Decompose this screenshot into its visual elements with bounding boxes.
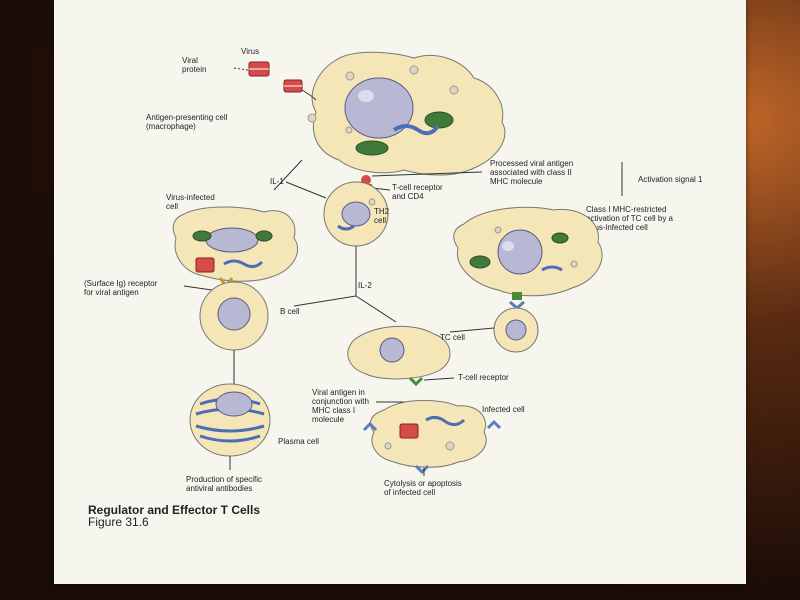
viral-antigen-label-3: MHC class I xyxy=(312,406,355,415)
macrophage-nucleus xyxy=(345,78,413,138)
tcr-cd4-label-2: and CD4 xyxy=(392,192,424,201)
viral-protein-icon xyxy=(196,258,214,272)
b-cell-label: B cell xyxy=(280,307,300,316)
processed-antigen-label-2: associated with class II xyxy=(490,168,572,177)
activation-signal-label: Activation signal 1 xyxy=(638,175,703,184)
plasma-cell-label: Plasma cell xyxy=(278,437,319,446)
antigen-presenting-cell xyxy=(308,52,505,175)
infected-cell xyxy=(364,400,500,472)
mitochondrion xyxy=(356,141,388,155)
t-cell-receptor-icon xyxy=(410,378,422,384)
th2-label-2: cell xyxy=(374,216,386,225)
virus-infected-cell xyxy=(173,207,297,281)
production-label-2: antiviral antibodies xyxy=(186,484,252,493)
production-label: Production of specific xyxy=(186,475,262,484)
il2-label: IL-2 xyxy=(358,281,372,290)
virus-label: Virus xyxy=(241,47,259,56)
viral-protein-icon xyxy=(284,80,302,92)
figure-number: Figure 31.6 xyxy=(88,515,149,529)
viral-antigen-label-4: molecule xyxy=(312,415,345,424)
viral-protein-label: Viral xyxy=(182,56,198,65)
viral-protein-icon xyxy=(400,424,418,438)
class-i-label-2: activation of TC cell by a xyxy=(586,214,674,223)
infected-cell-label: Infected cell xyxy=(482,405,525,414)
t-cell-receptor-label: T-cell receptor xyxy=(458,373,509,382)
class-i-label: Class I MHC-restricted xyxy=(586,205,666,214)
viral-antigen-label-2: conjunction with xyxy=(312,397,369,406)
apc-label: Antigen-presenting cell xyxy=(146,113,228,122)
infected-cell-right xyxy=(454,207,602,295)
processed-antigen-label: Processed viral antigen xyxy=(490,159,573,168)
virus-infected-label: Virus-infected xyxy=(166,193,215,202)
cytolysis-label-2: of infected cell xyxy=(384,488,435,497)
apc-label-2: (macrophage) xyxy=(146,122,196,131)
tc-cell-label: TC cell xyxy=(440,333,465,342)
viral-protein-label-2: protein xyxy=(182,65,206,74)
virus-infected-label-2: cell xyxy=(166,202,178,211)
immune-response-diagram: Virus Viral protein Antigen-presenting c… xyxy=(54,0,746,584)
tc-cell-right xyxy=(494,308,538,352)
tcr-cd4-label: T-cell receptor xyxy=(392,183,443,192)
viral-antigen-label: Viral antigen in xyxy=(312,388,365,397)
b-cell xyxy=(200,282,268,350)
processed-antigen-label-3: MHC molecule xyxy=(490,177,543,186)
th2-label: TH2 xyxy=(374,207,390,216)
plasma-cell xyxy=(190,384,270,456)
virus-icon xyxy=(249,62,269,76)
tc-cell xyxy=(348,326,450,379)
surface-ig-label: (Surface Ig) receptor xyxy=(84,279,158,288)
mhc-class-i-complex xyxy=(510,292,524,308)
cytolysis-label: Cytolysis or apoptosis xyxy=(384,479,462,488)
surface-ig-label-2: for viral antigen xyxy=(84,288,139,297)
figure-page: Virus Viral protein Antigen-presenting c… xyxy=(54,0,746,584)
mitochondrion xyxy=(425,112,453,128)
